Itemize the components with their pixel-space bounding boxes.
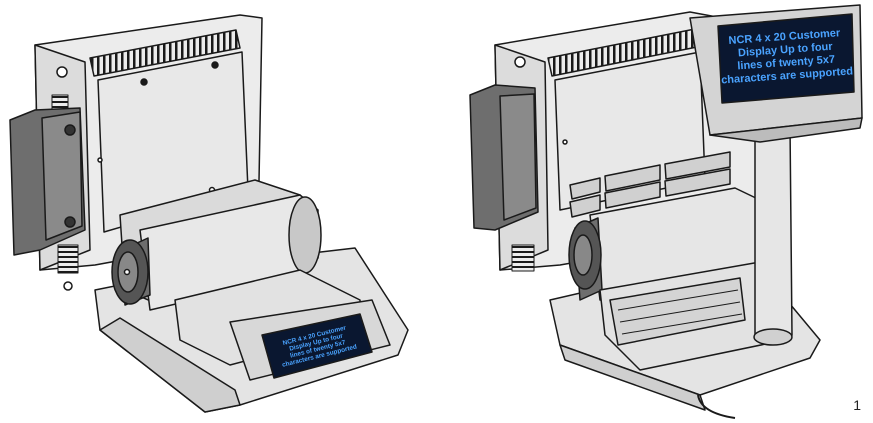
left-display-screen (261, 313, 373, 379)
figure-number: 1 (853, 397, 861, 413)
right-display-pole (754, 124, 793, 345)
left-terminal: NCR 4 x 20 Customer Display Up to four l… (9, 14, 409, 413)
right-display-screen (717, 13, 855, 104)
left-top-vent (89, 29, 241, 77)
right-display-text: NCR 4 x 20 Customer Display Up to four l… (721, 27, 854, 86)
right-terminal: NCR 4 x 20 Customer Display Up to four l… (469, 4, 863, 419)
